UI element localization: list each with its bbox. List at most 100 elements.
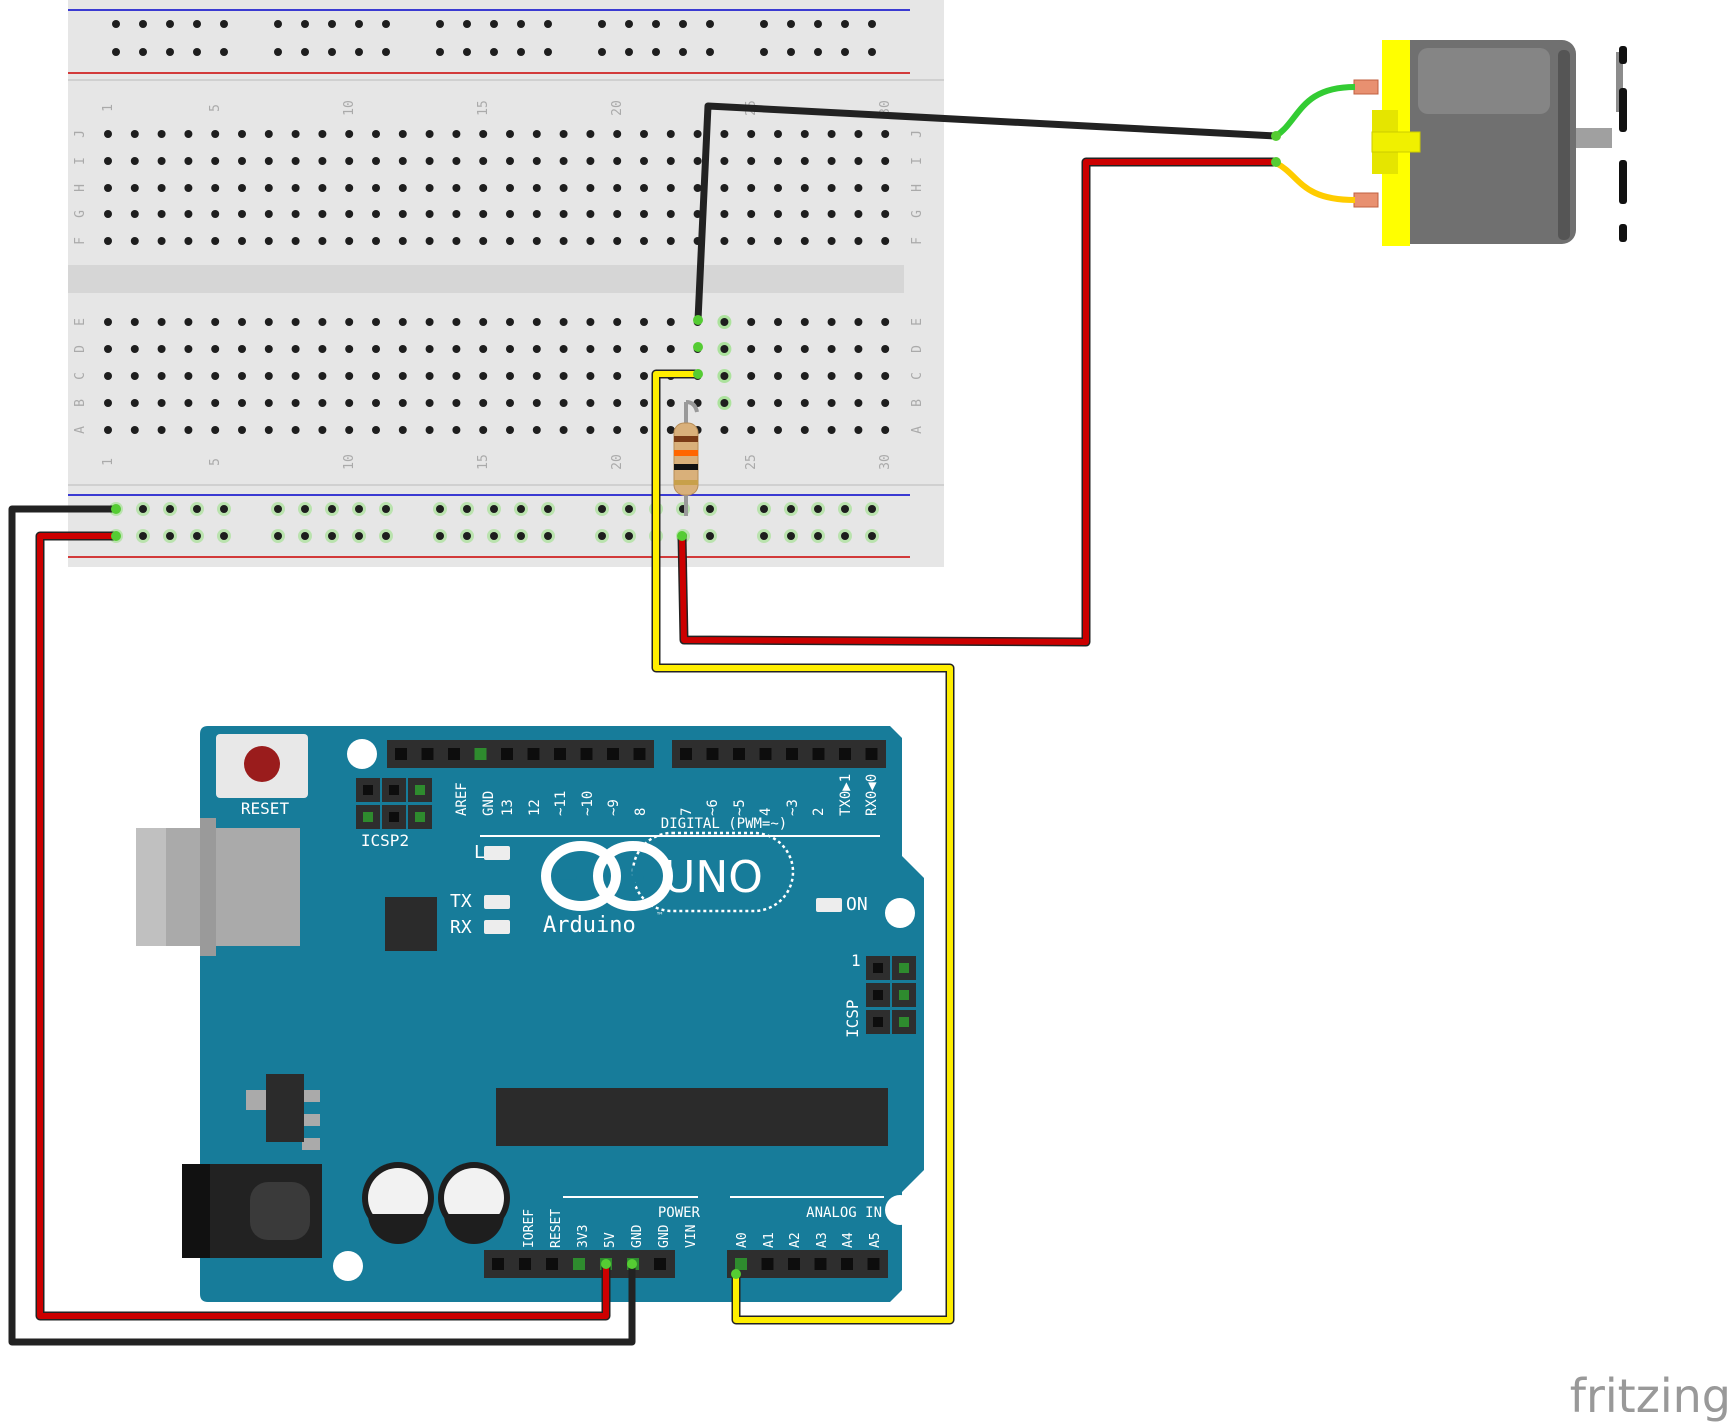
- rail-hole[interactable]: [166, 48, 174, 56]
- breadboard-hole[interactable]: [291, 426, 300, 434]
- rail-hole[interactable]: [355, 505, 363, 513]
- breadboard-hole[interactable]: [720, 157, 729, 165]
- breadboard-hole[interactable]: [720, 345, 729, 353]
- breadboard-hole[interactable]: [586, 372, 595, 380]
- header-pin[interactable]: [839, 748, 851, 760]
- rail-hole[interactable]: [517, 532, 525, 540]
- header-pin[interactable]: [841, 1258, 853, 1270]
- rail-hole[interactable]: [382, 20, 390, 28]
- breadboard-hole[interactable]: [720, 130, 729, 138]
- rail-hole[interactable]: [868, 20, 876, 28]
- rail-hole[interactable]: [625, 20, 633, 28]
- rail-hole[interactable]: [436, 20, 444, 28]
- breadboard-hole[interactable]: [291, 184, 300, 192]
- breadboard-hole[interactable]: [586, 318, 595, 326]
- rail-hole[interactable]: [814, 532, 822, 540]
- breadboard-hole[interactable]: [881, 184, 890, 192]
- rail-hole[interactable]: [706, 532, 714, 540]
- breadboard-hole[interactable]: [586, 210, 595, 218]
- rail-hole[interactable]: [652, 48, 660, 56]
- rail-hole[interactable]: [166, 20, 174, 28]
- breadboard-hole[interactable]: [666, 399, 675, 407]
- wire-endpoint[interactable]: [677, 531, 687, 541]
- breadboard-hole[interactable]: [318, 184, 327, 192]
- header-pin[interactable]: [421, 748, 434, 760]
- breadboard-hole[interactable]: [479, 237, 488, 245]
- breadboard-hole[interactable]: [881, 157, 890, 165]
- breadboard-hole[interactable]: [130, 345, 139, 353]
- breadboard-hole[interactable]: [238, 157, 246, 165]
- breadboard-hole[interactable]: [452, 237, 461, 245]
- header-pin[interactable]: [527, 748, 540, 760]
- breadboard-hole[interactable]: [532, 184, 541, 192]
- breadboard-hole[interactable]: [157, 372, 166, 380]
- header-pin[interactable]: [680, 748, 692, 760]
- breadboard-hole[interactable]: [398, 399, 407, 407]
- breadboard-hole[interactable]: [184, 426, 193, 434]
- rail-hole[interactable]: [490, 20, 498, 28]
- breadboard-hole[interactable]: [586, 184, 595, 192]
- icsp-pin[interactable]: [873, 1017, 883, 1027]
- breadboard-hole[interactable]: [881, 318, 890, 326]
- breadboard-hole[interactable]: [452, 210, 461, 218]
- breadboard-hole[interactable]: [506, 318, 514, 326]
- breadboard-hole[interactable]: [774, 237, 782, 245]
- breadboard-hole[interactable]: [372, 184, 380, 192]
- breadboard-hole[interactable]: [506, 372, 514, 380]
- rail-hole[interactable]: [463, 48, 471, 56]
- breadboard-hole[interactable]: [613, 372, 622, 380]
- breadboard-hole[interactable]: [398, 184, 407, 192]
- breadboard-hole[interactable]: [291, 157, 300, 165]
- rail-hole[interactable]: [301, 20, 309, 28]
- header-pin[interactable]: [448, 748, 460, 760]
- breadboard-hole[interactable]: [238, 318, 246, 326]
- rail-hole[interactable]: [787, 505, 795, 513]
- rail-hole[interactable]: [355, 48, 363, 56]
- breadboard-hole[interactable]: [827, 210, 836, 218]
- breadboard-hole[interactable]: [104, 399, 112, 407]
- breadboard-hole[interactable]: [372, 318, 380, 326]
- breadboard-hole[interactable]: [506, 157, 514, 165]
- breadboard-hole[interactable]: [184, 345, 193, 353]
- breadboard-hole[interactable]: [666, 130, 675, 138]
- breadboard-hole[interactable]: [264, 399, 273, 407]
- breadboard-hole[interactable]: [640, 237, 648, 245]
- icsp2-pin[interactable]: [415, 785, 425, 795]
- breadboard-hole[interactable]: [559, 318, 568, 326]
- breadboard-hole[interactable]: [104, 157, 112, 165]
- header-pin[interactable]: [633, 748, 646, 760]
- breadboard-hole[interactable]: [345, 157, 354, 165]
- breadboard-hole[interactable]: [774, 184, 782, 192]
- breadboard-hole[interactable]: [854, 372, 863, 380]
- rail-hole[interactable]: [814, 505, 822, 513]
- rail-hole[interactable]: [490, 505, 498, 513]
- breadboard-hole[interactable]: [264, 184, 273, 192]
- wire-endpoint[interactable]: [1271, 131, 1281, 141]
- breadboard-hole[interactable]: [398, 372, 407, 380]
- breadboard-hole[interactable]: [613, 237, 622, 245]
- breadboard-hole[interactable]: [800, 345, 809, 353]
- breadboard-hole[interactable]: [211, 426, 220, 434]
- breadboard-hole[interactable]: [184, 318, 193, 326]
- header-pin[interactable]: [607, 748, 619, 760]
- breadboard-hole[interactable]: [532, 318, 541, 326]
- breadboard-hole[interactable]: [800, 426, 809, 434]
- wire-endpoint[interactable]: [693, 315, 703, 325]
- breadboard-hole[interactable]: [425, 130, 434, 138]
- breadboard-hole[interactable]: [479, 210, 488, 218]
- rail-hole[interactable]: [193, 48, 201, 56]
- rail-hole[interactable]: [301, 532, 309, 540]
- rail-hole[interactable]: [355, 20, 363, 28]
- breadboard-hole[interactable]: [345, 210, 354, 218]
- breadboard-hole[interactable]: [720, 210, 729, 218]
- rail-hole[interactable]: [787, 20, 795, 28]
- wire-endpoint[interactable]: [693, 369, 703, 379]
- breadboard-hole[interactable]: [238, 345, 246, 353]
- breadboard-hole[interactable]: [613, 399, 622, 407]
- wire-endpoint[interactable]: [693, 342, 703, 352]
- breadboard-hole[interactable]: [157, 210, 166, 218]
- breadboard-hole[interactable]: [854, 157, 863, 165]
- rail-hole[interactable]: [355, 532, 363, 540]
- breadboard-hole[interactable]: [184, 130, 193, 138]
- breadboard-hole[interactable]: [425, 237, 434, 245]
